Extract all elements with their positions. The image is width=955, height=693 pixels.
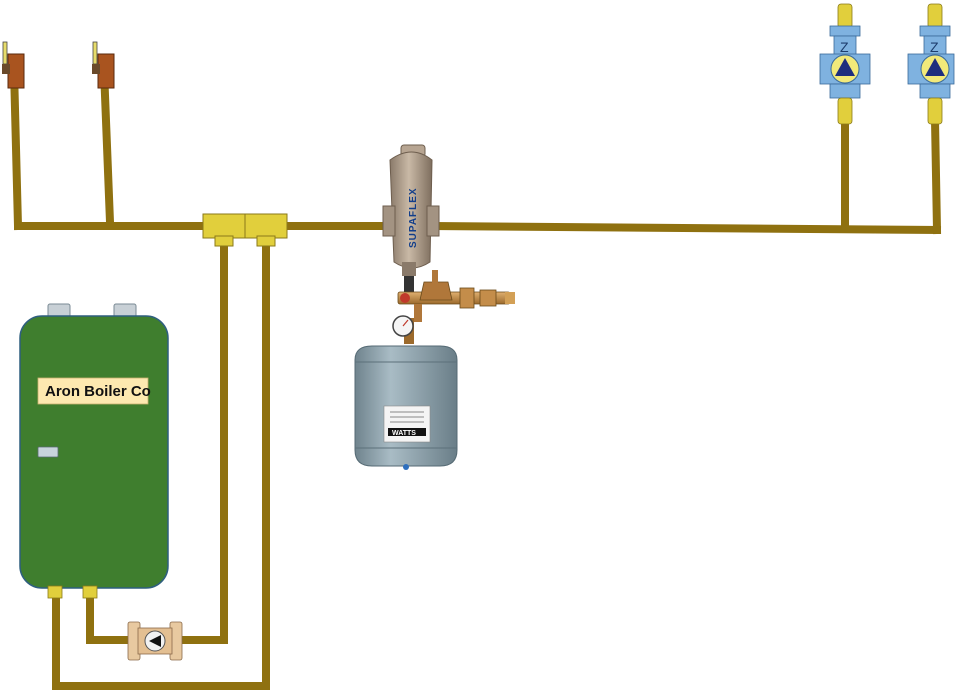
fill-valve-assembly	[397, 270, 515, 344]
boiler-label-text: Aron Boiler Co	[45, 383, 151, 400]
air-dirt-separator: SUPAFLEX	[382, 144, 440, 276]
supply-pipe-left-1	[9, 65, 23, 231]
boiler: Aron Boiler Co	[19, 303, 169, 599]
zone-pipe-2	[930, 115, 942, 235]
separator-brand-label: SUPAFLEX	[408, 187, 419, 248]
svg-text:Z: Z	[840, 39, 849, 55]
header-pipe-right	[281, 221, 942, 235]
piping	[9, 65, 942, 690]
tank-air-valve	[403, 464, 409, 470]
boiler-circulator[interactable]	[127, 621, 183, 661]
supply-pipe-left-2	[99, 65, 115, 227]
closely-spaced-tees	[202, 213, 288, 247]
boiler-control-panel[interactable]	[37, 446, 59, 458]
boiler-label: Aron Boiler Co	[37, 377, 151, 405]
fixture-valve-2[interactable]	[92, 41, 115, 89]
zone-valve-2[interactable]: Z	[907, 3, 955, 125]
pressure-gauge-icon	[392, 315, 414, 337]
fixture-valve-1[interactable]	[2, 41, 25, 89]
primary-supply-pipe	[178, 242, 228, 644]
svg-text:Z: Z	[930, 39, 939, 55]
tank-brand-label: WATTS	[392, 430, 416, 437]
expansion-tank: WATTS	[354, 345, 458, 470]
boiler-pump-pipe	[86, 586, 132, 644]
primary-return-pipe	[52, 242, 270, 690]
zone-valve-1[interactable]: Z	[819, 3, 871, 125]
